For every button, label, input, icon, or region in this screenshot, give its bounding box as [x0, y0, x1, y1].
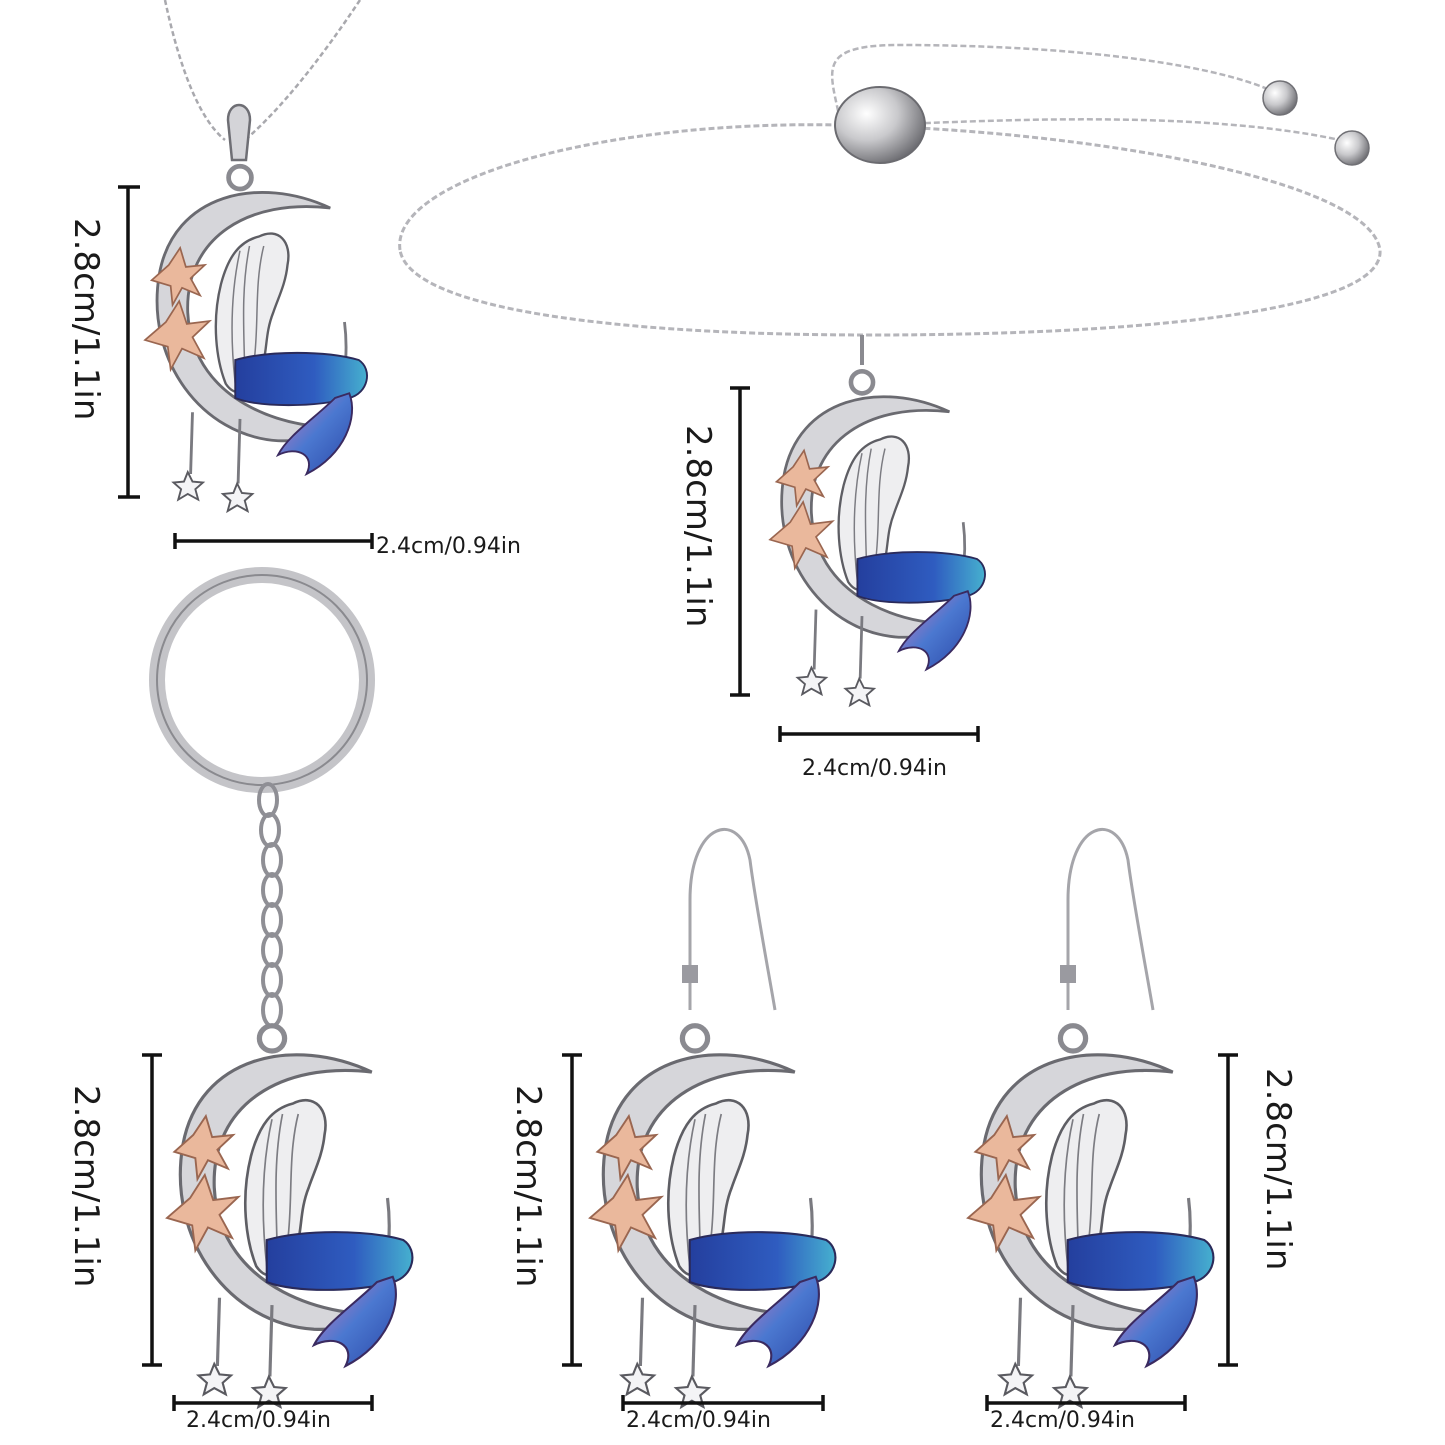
earring-hook: [1066, 828, 1155, 1011]
bracelet-slider-bead: [834, 86, 926, 164]
earring-right: [968, 828, 1213, 1407]
keychain-links: [257, 782, 283, 1028]
necklace-width-label: 2.4cm/0.94in: [376, 534, 521, 559]
necklace-pendant: [145, 166, 367, 511]
bracelet-end-bead: [1334, 130, 1370, 166]
bracelet-slider-chain: [830, 43, 1341, 142]
necklace-width-line: [173, 533, 374, 549]
earring-left-width-label: 2.4cm/0.94in: [626, 1408, 771, 1433]
necklace-bail: [226, 103, 252, 162]
bracelet-height-label: 2.8cm/1.1in: [678, 425, 718, 628]
keychain-height-line: [142, 1053, 162, 1367]
earring-right-width-line: [985, 1395, 1187, 1411]
bracelet-pendant: [770, 371, 985, 705]
bracelet-width-label: 2.4cm/0.94in: [802, 756, 947, 781]
keychain-height-label: 2.8cm/1.1in: [66, 1085, 106, 1288]
necklace-height-label: 2.8cm/1.1in: [66, 218, 106, 421]
keychain-ring: [149, 567, 375, 793]
keychain-width-line: [172, 1395, 374, 1411]
earring-coil: [682, 965, 698, 983]
earring-right-width-label: 2.4cm/0.94in: [990, 1408, 1135, 1433]
earring-hook: [688, 828, 777, 1011]
earring-left-pendant: [590, 1026, 835, 1407]
earring-left-width-line: [621, 1395, 825, 1411]
earring-coil: [1060, 965, 1076, 983]
bracelet-height-line: [730, 386, 750, 697]
earring-right-height-label: 2.8cm/1.1in: [1258, 1068, 1298, 1271]
necklace: [145, 0, 367, 511]
necklace-chain: [163, 0, 362, 141]
earring-right-height-line: [1218, 1053, 1238, 1367]
bracelet: [398, 43, 1382, 705]
earring-left-height-label: 2.8cm/1.1in: [508, 1085, 548, 1288]
bracelet-chain: [398, 123, 1382, 337]
earring-left-height-line: [562, 1053, 582, 1367]
keychain-width-label: 2.4cm/0.94in: [186, 1408, 331, 1433]
keychain: [149, 567, 412, 1407]
dimension-lines: [118, 185, 1238, 1411]
bracelet-width-line: [778, 726, 980, 742]
necklace-height-line: [118, 185, 140, 499]
earring-left: [590, 828, 835, 1407]
keychain-pendant: [167, 1026, 412, 1407]
earring-right-pendant: [968, 1026, 1213, 1407]
bracelet-end-bead: [1262, 80, 1298, 116]
